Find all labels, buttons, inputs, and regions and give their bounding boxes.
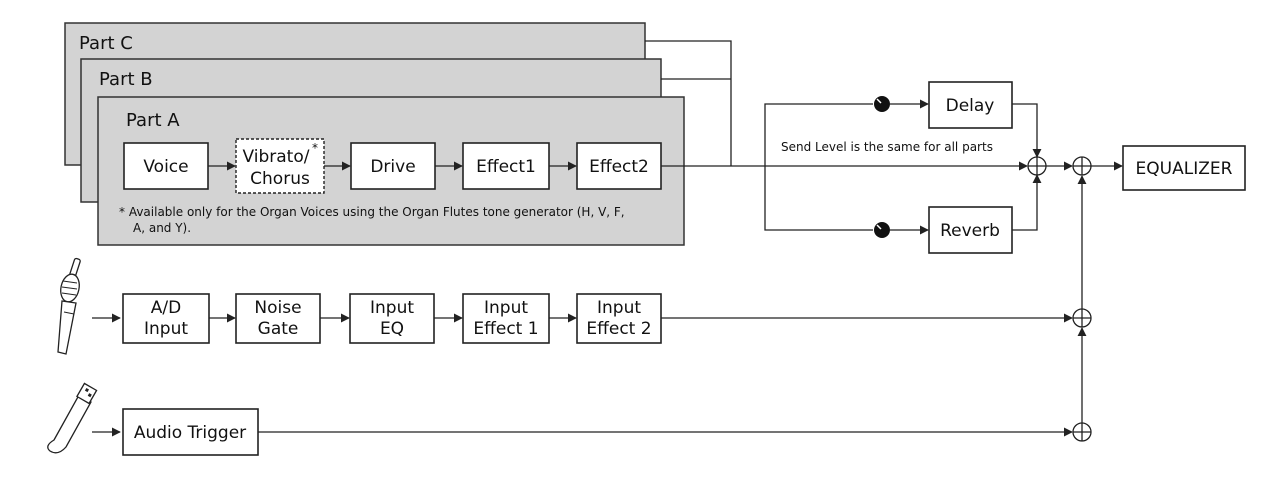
vibrato-chorus-block xyxy=(235,138,325,194)
vibrato-label-line2: Chorus xyxy=(250,169,310,189)
reverb-label: Reverb xyxy=(940,221,1000,241)
wire-reverb-send xyxy=(764,166,873,231)
send-level-note: Send Level is the same for all parts xyxy=(781,140,993,154)
wire-delay-send xyxy=(764,103,873,166)
wire-delay-return xyxy=(1012,103,1042,158)
send-level-knob-icon xyxy=(874,222,890,238)
input-effect2-block xyxy=(576,293,662,344)
vibrato-asterisk: * xyxy=(312,141,318,155)
equalizer-label: EQUALIZER xyxy=(1136,159,1233,179)
audio-trigger-block xyxy=(122,408,259,456)
wire-reverb-return xyxy=(1012,174,1042,231)
drive-label: Drive xyxy=(370,157,415,177)
delay-label: Delay xyxy=(946,96,995,116)
ife2-label-line1: Input xyxy=(597,298,641,318)
effect1-block xyxy=(462,142,550,190)
delay-block xyxy=(928,81,1013,129)
input-eq-block xyxy=(349,293,435,344)
input-effect1-block xyxy=(462,293,550,344)
summing-junction-icon xyxy=(1027,156,1047,176)
noise-label-line1: Noise xyxy=(254,298,301,318)
wire-part-c-out xyxy=(645,40,732,166)
part-a-title: Part A xyxy=(126,110,180,131)
part-c-title: Part C xyxy=(79,33,133,54)
noise-gate-block xyxy=(235,293,321,344)
send-level-knob-mark xyxy=(876,98,882,104)
ife1-label-line1: Input xyxy=(484,298,528,318)
reverb-block xyxy=(928,206,1013,254)
microphone-icon xyxy=(57,257,81,355)
summing-junction-icon xyxy=(1072,422,1092,442)
ad-label-line1: A/D xyxy=(151,298,181,318)
ife1-label-line2: Effect 1 xyxy=(473,319,538,339)
organ-note-line2: A, and Y). xyxy=(133,221,191,235)
noise-label-line2: Gate xyxy=(258,319,299,339)
summing-junction-icon xyxy=(1072,156,1092,176)
voice-label: Voice xyxy=(143,157,188,177)
inputeq-label-line2: EQ xyxy=(380,319,404,339)
audio-trigger-label: Audio Trigger xyxy=(134,423,246,443)
equalizer-block xyxy=(1122,145,1246,191)
organ-note-line1: * Available only for the Organ Voices us… xyxy=(119,205,625,219)
inputeq-label-line1: Input xyxy=(370,298,414,318)
summing-junction-icon xyxy=(1072,308,1092,328)
effect2-label: Effect2 xyxy=(589,157,649,177)
send-level-knob-icon xyxy=(874,96,890,112)
usb-drive-icon xyxy=(47,382,98,454)
effect1-label: Effect1 xyxy=(476,157,536,177)
ad-label-line2: Input xyxy=(144,319,188,339)
part-b-title: Part B xyxy=(99,69,153,90)
ife2-label-line2: Effect 2 xyxy=(586,319,651,339)
vibrato-label-line1: Vibrato/ xyxy=(243,147,310,167)
send-level-knob-mark xyxy=(876,224,882,230)
